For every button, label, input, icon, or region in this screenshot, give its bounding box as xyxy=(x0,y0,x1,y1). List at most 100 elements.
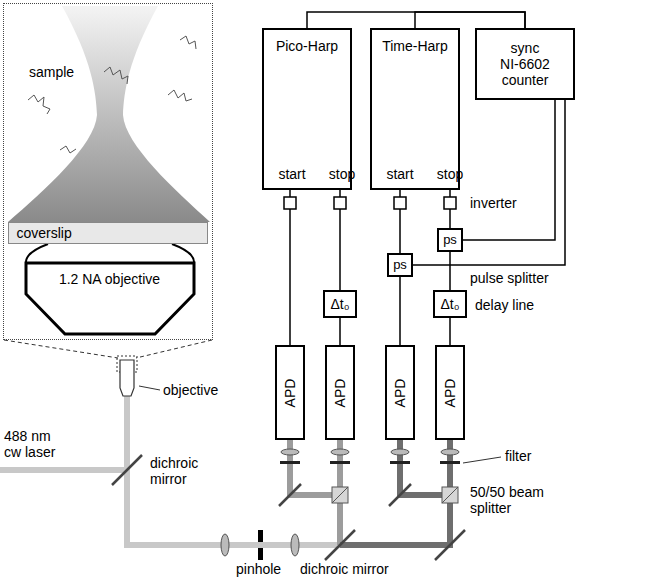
box-label: NI-6602 counter xyxy=(485,56,565,88)
part-label: dichroic mirror xyxy=(300,561,389,577)
part-label: 488 nm cw laser xyxy=(4,428,68,460)
module-name: Pico-Harp xyxy=(264,38,350,54)
part-label: 50/50 beam splitter xyxy=(470,484,556,516)
immersion-outline xyxy=(26,244,48,262)
pinhole-plate xyxy=(258,530,263,560)
beam-splitter-cube xyxy=(332,487,348,503)
timing-module: Pico-Harp start stop xyxy=(262,28,352,190)
signal-wire xyxy=(449,252,451,290)
box-label: Δt₀ xyxy=(440,296,459,312)
input-name: stop xyxy=(329,166,355,182)
beam-splitter-cube xyxy=(442,487,458,503)
box-label: ps xyxy=(443,232,457,248)
filter-lens xyxy=(390,461,410,464)
electronics-box: Δt₀ xyxy=(323,290,357,318)
filter-lens xyxy=(330,461,350,464)
sample-molecule xyxy=(28,36,196,153)
part-label: filter xyxy=(505,448,531,464)
sample-molecule xyxy=(180,36,196,49)
immersion-outline xyxy=(26,244,194,262)
box-label: 1.2 NA objective xyxy=(25,271,195,287)
timing-module: Time-Harp start stop xyxy=(370,28,460,190)
electronics-box: syncNI-6602 counter xyxy=(475,28,575,100)
beam-path xyxy=(0,467,127,473)
small-objective xyxy=(120,360,134,396)
box-label: Δt₀ xyxy=(330,296,349,312)
detector-box: APD xyxy=(275,345,305,440)
zoom-line xyxy=(4,340,212,372)
mirror xyxy=(435,530,465,560)
module-name: Time-Harp xyxy=(372,38,458,54)
coverslip-band: coverslip xyxy=(8,222,208,244)
sample-molecule xyxy=(60,146,76,153)
box-label: sync xyxy=(511,40,540,56)
detector-box: APD xyxy=(325,345,355,440)
filter-lens xyxy=(440,461,460,464)
objective-lens: 1.2 NA objective xyxy=(25,262,195,336)
inverter-symbol xyxy=(284,197,456,209)
detector-box: APD xyxy=(435,345,465,440)
signal-wire xyxy=(289,190,291,345)
filter-lens xyxy=(391,449,409,455)
objective-outline xyxy=(26,263,194,334)
filter-lens xyxy=(280,461,300,464)
small-objective xyxy=(120,360,134,396)
region-label: sample xyxy=(29,64,74,80)
box-label: APD xyxy=(282,378,298,407)
inverter-symbol xyxy=(394,197,406,209)
box-label: APD xyxy=(442,378,458,407)
signal-wire xyxy=(399,277,401,345)
electronics-box: ps xyxy=(387,253,413,277)
signal-wire xyxy=(415,12,525,28)
mirror xyxy=(389,484,411,506)
signal-wire xyxy=(463,100,555,240)
electronics-box: Δt₀ xyxy=(433,290,467,318)
sample-molecule xyxy=(104,67,128,84)
part-label: pulse splitter xyxy=(470,270,549,286)
box-label: ps xyxy=(393,257,407,273)
sample-molecule xyxy=(28,95,50,114)
sample-molecule xyxy=(168,90,192,101)
inverter-symbol xyxy=(444,197,456,209)
leader-line xyxy=(139,386,160,390)
lens xyxy=(291,534,299,556)
mirror xyxy=(279,484,301,506)
input-name: start xyxy=(278,166,305,182)
mirror xyxy=(325,530,355,560)
part-label: objective xyxy=(163,382,218,398)
filter-lens xyxy=(281,449,299,455)
inset-region: sample coverslip 1.2 NA objective xyxy=(3,3,213,340)
focus-cone xyxy=(8,6,210,222)
filter-lens xyxy=(331,449,349,455)
focus-cone xyxy=(8,6,210,222)
detector-box: APD xyxy=(385,345,415,440)
beam-path xyxy=(124,542,340,548)
lens xyxy=(221,534,229,556)
part-label: delay line xyxy=(475,297,534,313)
box-label: APD xyxy=(332,378,348,407)
part-label: dichroic mirror xyxy=(150,455,214,487)
leader-line xyxy=(463,457,501,463)
mirror xyxy=(112,455,465,560)
pinhole-plate xyxy=(258,548,263,560)
beam-splitter-cube xyxy=(442,487,458,503)
input-name: start xyxy=(386,166,413,182)
signal-wire xyxy=(307,12,525,28)
part-label: inverter xyxy=(470,195,517,211)
beam-splitter-cube xyxy=(332,487,348,503)
part-label: pinhole xyxy=(236,561,281,577)
filter-lens xyxy=(280,449,460,464)
pinhole-plate xyxy=(258,530,263,542)
zoom-line xyxy=(136,340,212,358)
signal-wire xyxy=(449,318,451,345)
input-name: stop xyxy=(437,166,463,182)
immersion-outline xyxy=(172,244,194,262)
beam-path xyxy=(340,542,453,548)
signal-wire xyxy=(339,318,341,345)
inverter-symbol xyxy=(284,197,296,209)
box-label: coverslip xyxy=(17,225,72,241)
inverter-symbol xyxy=(334,197,346,209)
beam-splitter-cube xyxy=(332,487,458,503)
zoom-line xyxy=(4,340,118,358)
electronics-box: ps xyxy=(437,228,463,252)
